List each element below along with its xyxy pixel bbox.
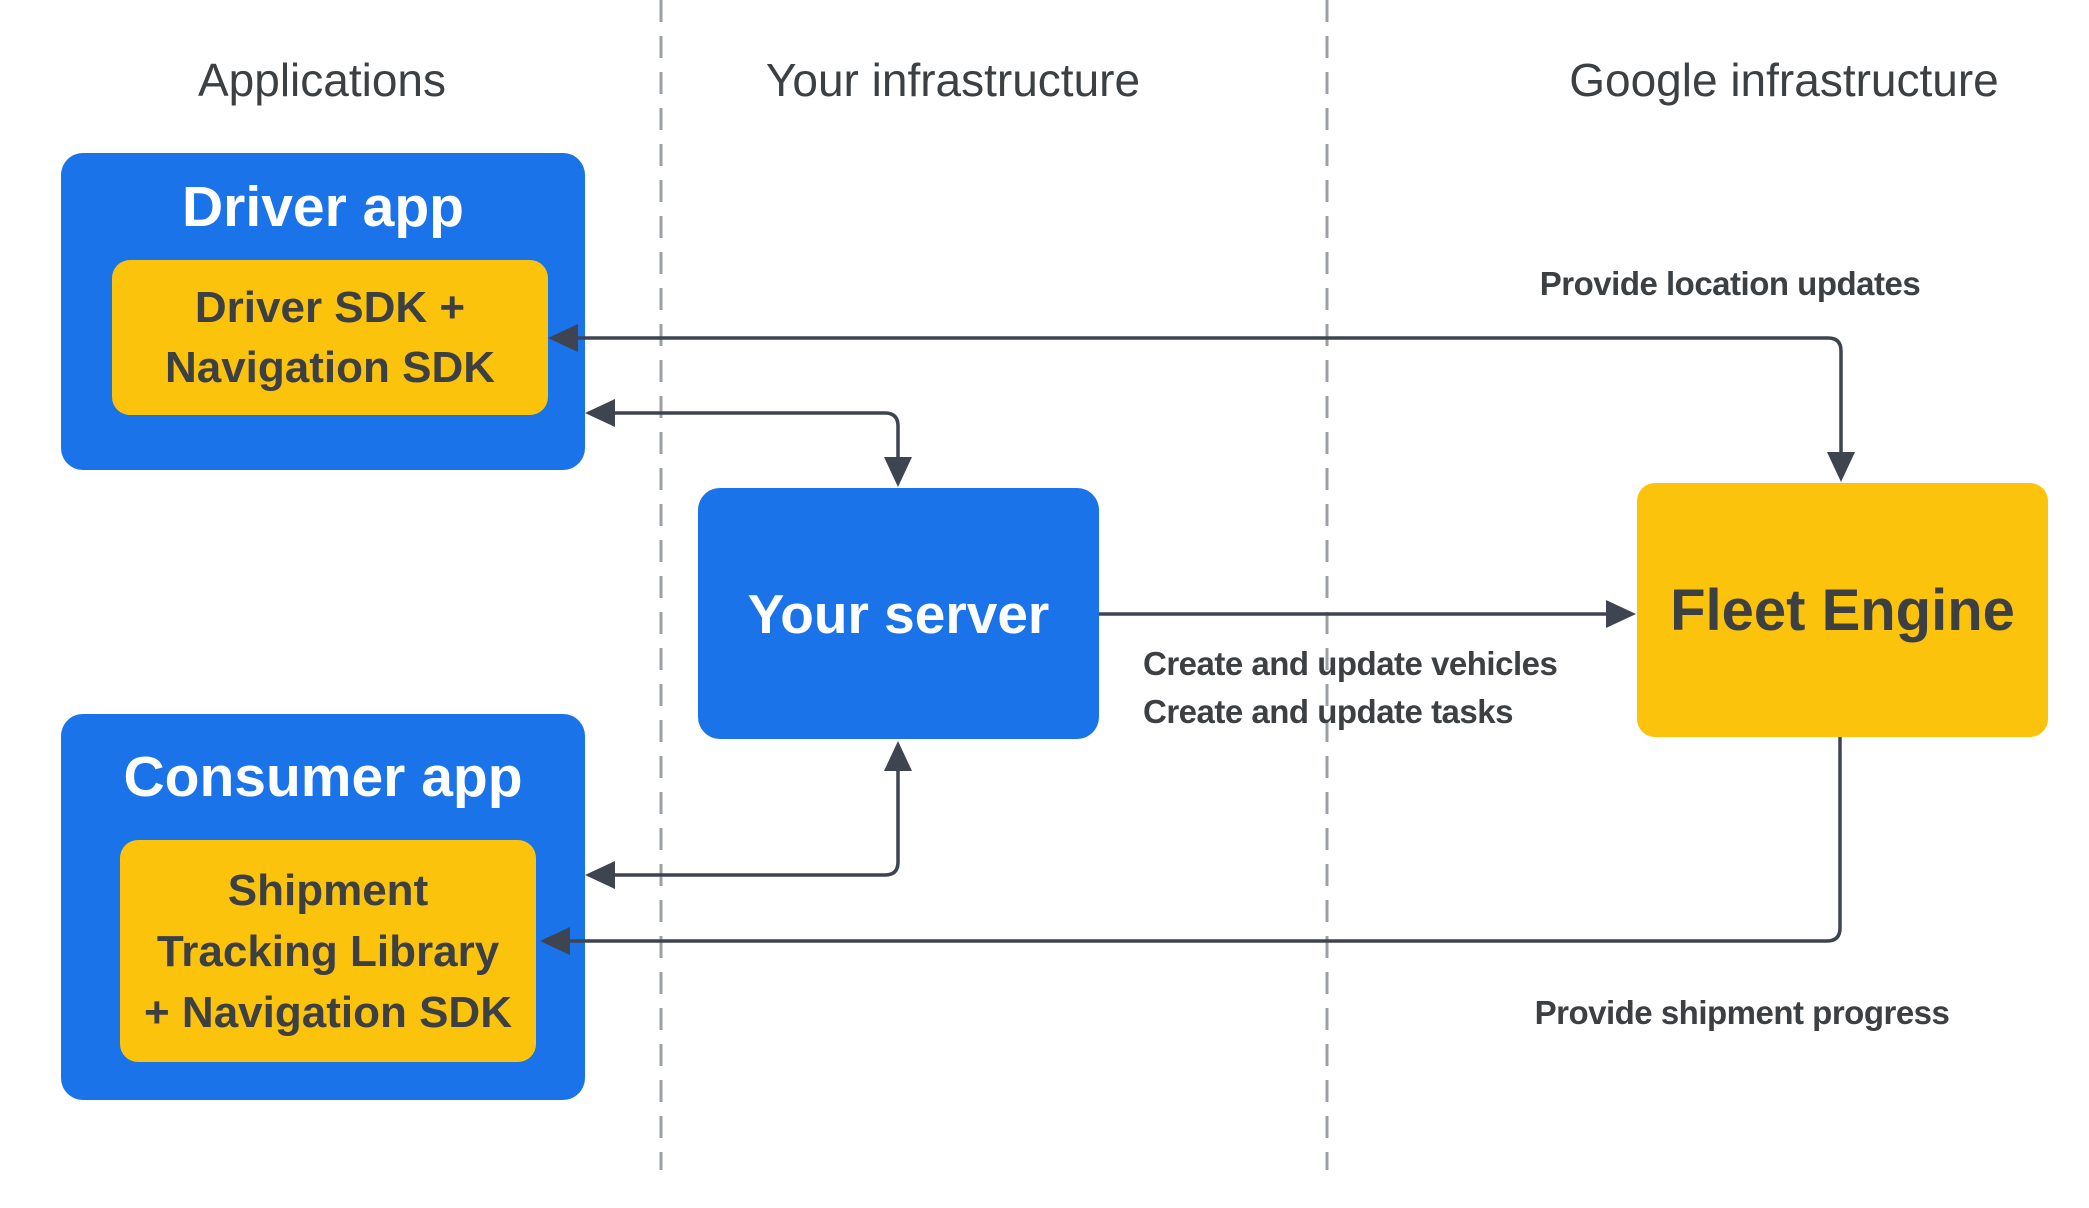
arrowhead-into-fleet-engine-left	[1606, 600, 1636, 628]
arrow-driver-app-your-server	[612, 411, 900, 460]
column-header-applications: Applications	[197, 54, 447, 106]
consumer-app-title: Consumer app	[123, 745, 523, 809]
edge-label-provide-location-updates: Provide location updates	[1539, 265, 1921, 302]
node-driver-sdk: Driver SDK + Navigation SDK	[112, 260, 548, 415]
node-shipment-tracking-library: Shipment Tracking Library + Navigation S…	[120, 840, 536, 1062]
column-header-google-infrastructure: Google infrastructure	[1569, 54, 1999, 106]
edge-label-create-and-update: Create and update vehicles Create and up…	[1143, 645, 1558, 730]
arrowhead-into-your-server-top	[884, 457, 912, 487]
column-header-your-infrastructure: Your infrastructure	[765, 54, 1141, 106]
node-consumer-app: Consumer app Shipment Tracking Library +…	[61, 714, 585, 1100]
arrow-driver-sdk-fleet-engine	[575, 336, 1843, 455]
arrow-consumer-app-your-server	[612, 769, 900, 877]
node-fleet-engine: Fleet Engine	[1637, 483, 2048, 737]
node-your-server: Your server	[698, 488, 1099, 739]
node-driver-app: Driver app Driver SDK + Navigation SDK	[61, 153, 585, 470]
edge-label-provide-shipment-progress: Provide shipment progress	[1534, 994, 1950, 1031]
arrowhead-into-your-server-bottom	[884, 741, 912, 771]
driver-app-title: Driver app	[182, 174, 464, 239]
arrowhead-into-driver-app	[585, 399, 615, 427]
arrowhead-into-fleet-engine-top	[1827, 452, 1855, 482]
arrow-fleet-engine-shipment-library	[567, 737, 1842, 943]
arrowhead-into-consumer-app	[585, 861, 615, 889]
